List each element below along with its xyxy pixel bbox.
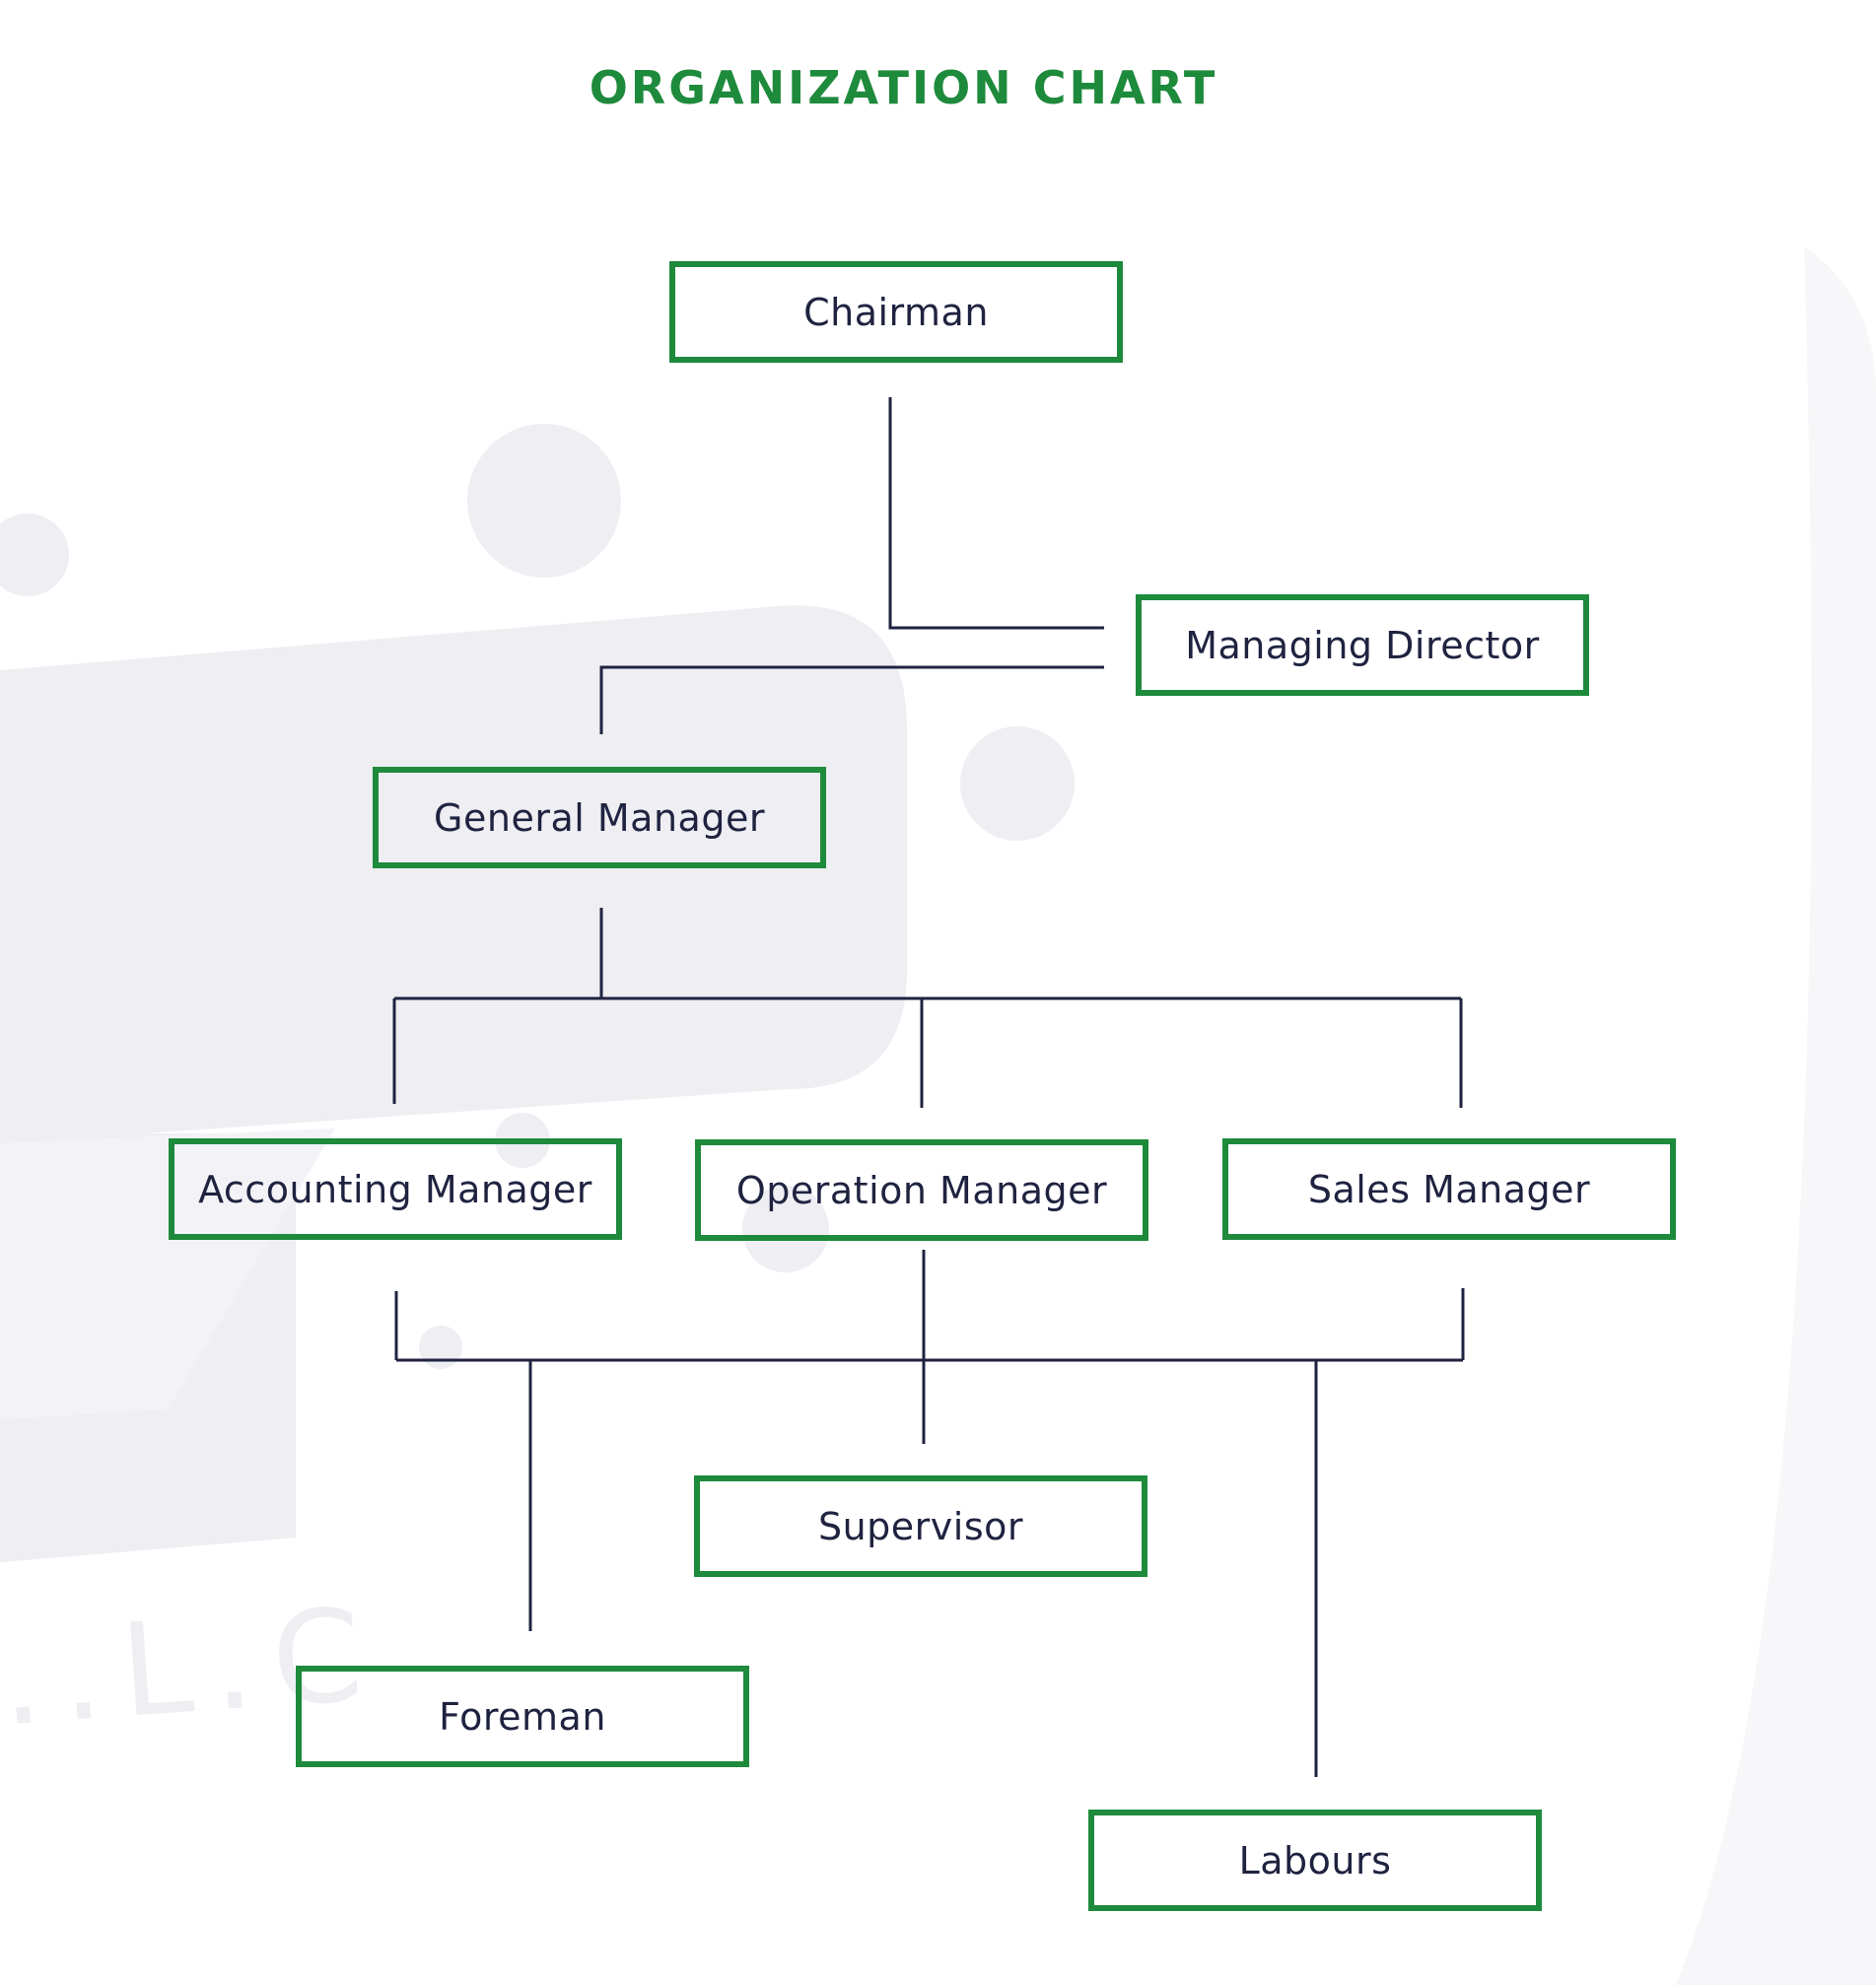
node-label: Chairman	[803, 290, 989, 334]
node-foreman: Foreman	[296, 1666, 749, 1767]
node-operation-manager: Operation Manager	[695, 1139, 1148, 1241]
node-label: Foreman	[439, 1694, 606, 1739]
node-label: Labours	[1238, 1838, 1392, 1882]
node-label: General Manager	[434, 795, 765, 840]
connector-md-gm	[599, 665, 1104, 734]
node-label: Supervisor	[817, 1504, 1024, 1548]
node-chairman: Chairman	[669, 261, 1123, 363]
node-managing-director: Managing Director	[1136, 594, 1589, 696]
node-labours: Labours	[1088, 1810, 1542, 1911]
node-general-manager: General Manager	[373, 767, 826, 868]
node-label: Accounting Manager	[198, 1167, 592, 1211]
connector-chairman-md	[888, 397, 1104, 630]
node-accounting-manager: Accounting Manager	[169, 1138, 622, 1240]
page-title: ORGANIZATION CHART	[589, 61, 1218, 114]
node-sales-manager: Sales Manager	[1222, 1138, 1676, 1240]
node-label: Sales Manager	[1307, 1167, 1591, 1211]
node-supervisor: Supervisor	[694, 1475, 1147, 1577]
node-label: Managing Director	[1185, 623, 1540, 667]
node-label: Operation Manager	[735, 1168, 1108, 1212]
